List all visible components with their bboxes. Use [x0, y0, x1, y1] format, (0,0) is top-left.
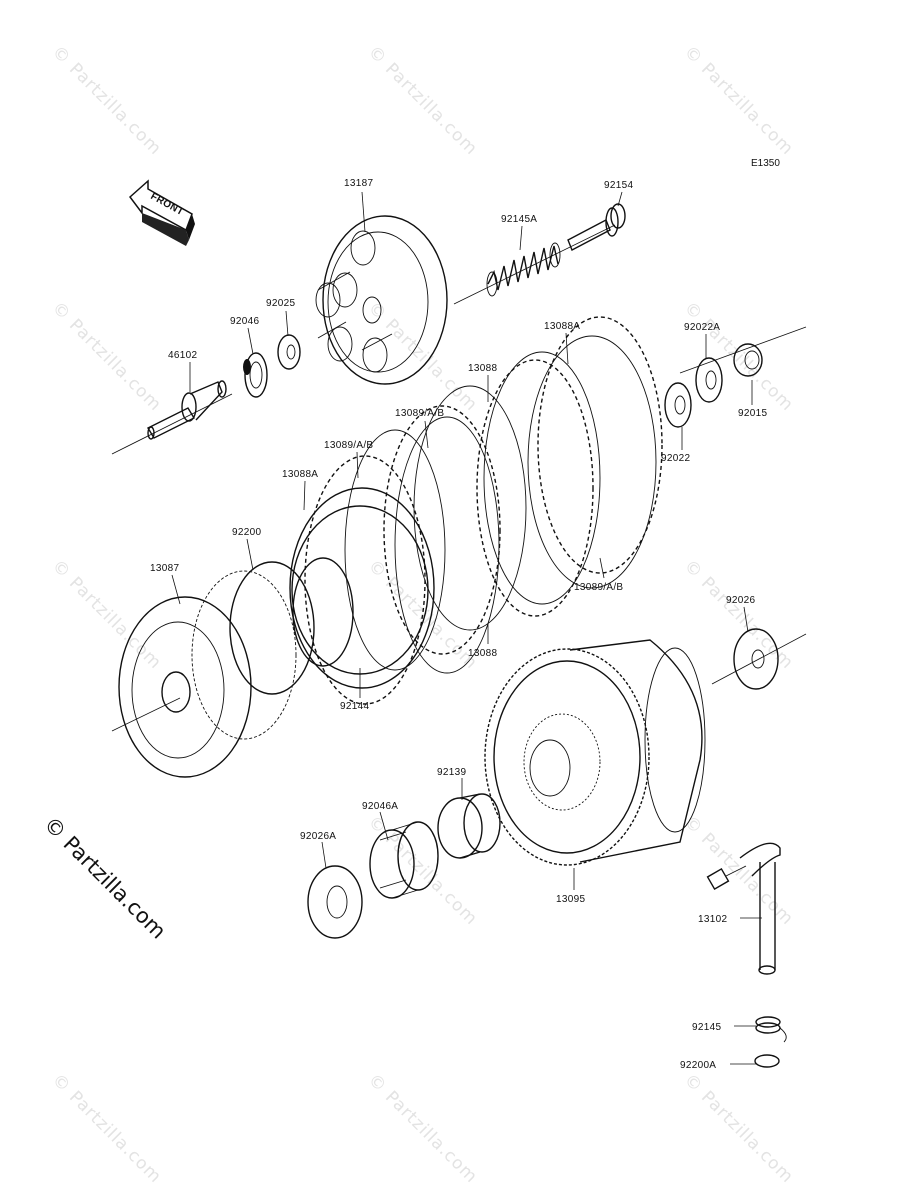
- pressure-plate-13187: [315, 215, 448, 385]
- washer-92025: [277, 334, 301, 370]
- front-arrow-icon: FRONT: [128, 179, 195, 246]
- washer-92026: [733, 628, 779, 690]
- part-label-92046A: 92046A: [362, 801, 398, 812]
- bearing-92046: [243, 352, 268, 398]
- part-label-92154: 92154: [604, 180, 633, 191]
- washer-92026A: [307, 865, 363, 939]
- part-label-13089AB-middle: 13089/A/B: [324, 440, 373, 451]
- part-label-92022A: 92022A: [684, 322, 720, 333]
- part-label-13102: 13102: [698, 914, 727, 925]
- clutch-housing-13095: [484, 639, 706, 866]
- washer-92022: [664, 382, 692, 428]
- part-labels: 13187 92154 92145A 92025 92046 46102 130…: [150, 178, 767, 1071]
- spring-ring-92200: [229, 561, 315, 695]
- washer-92200A: [754, 1054, 780, 1068]
- part-label-13088A-top: 13088A: [544, 321, 580, 332]
- push-rod-46102: [147, 380, 227, 440]
- assembly-axis-lines: [111, 224, 807, 732]
- washer-92022A: [695, 357, 723, 403]
- clutch-plate-stack: [289, 335, 657, 689]
- part-label-92144: 92144: [340, 701, 369, 712]
- part-label-13089AB-lower: 13089/A/B: [574, 582, 623, 593]
- part-label-92015: 92015: [738, 408, 767, 419]
- part-label-13095: 13095: [556, 894, 585, 905]
- part-label-13089AB-upper: 13089/A/B: [395, 408, 444, 419]
- spring-92145: [755, 1016, 787, 1043]
- part-label-13088-top: 13088: [468, 363, 497, 374]
- ring-92144: [292, 557, 354, 667]
- part-label-92026: 92026: [726, 595, 755, 606]
- friction-plates: [304, 316, 663, 705]
- spring-92145A: [486, 242, 561, 297]
- part-label-92025: 92025: [266, 298, 295, 309]
- release-shaft-13102: [706, 842, 781, 975]
- clutch-hub-13087: [118, 570, 297, 778]
- needle-bearing-92046A: [369, 821, 439, 899]
- part-label-92026A: 92026A: [300, 831, 336, 842]
- part-label-92200: 92200: [232, 527, 261, 538]
- part-label-92022: 92022: [661, 453, 690, 464]
- nut-92015: [733, 343, 763, 377]
- part-label-92046: 92046: [230, 316, 259, 327]
- part-label-13187: 13187: [344, 178, 373, 189]
- part-label-92145A: 92145A: [501, 214, 537, 225]
- part-label-92200A: 92200A: [680, 1060, 716, 1071]
- part-label-92139: 92139: [437, 767, 466, 778]
- part-label-13087: 13087: [150, 563, 179, 574]
- part-label-46102: 46102: [168, 350, 197, 361]
- collar-92139: [437, 793, 501, 859]
- part-label-13088-bottom: 13088: [468, 648, 497, 659]
- bolt-92154: [567, 203, 626, 251]
- diagram-code: E1350: [751, 158, 780, 169]
- part-label-92145: 92145: [692, 1022, 721, 1033]
- part-label-13088A-bottom: 13088A: [282, 469, 318, 480]
- leader-lines: [171, 191, 762, 1065]
